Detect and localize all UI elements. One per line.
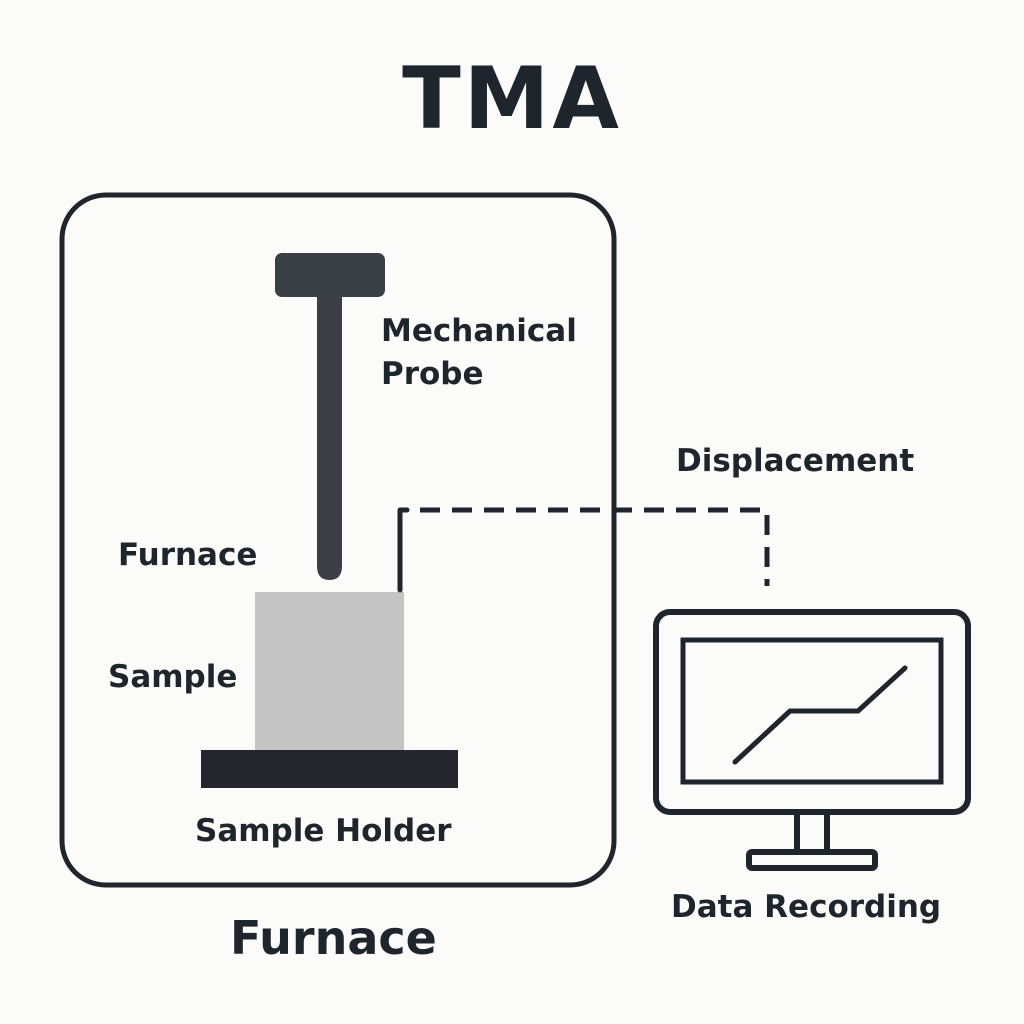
displacement-signal-line [420,507,770,586]
sample-holder-label: Sample Holder [195,813,452,849]
monitor-screen [680,637,944,785]
displacement-sensor-line [397,507,410,593]
diagram-title: TMA [402,49,622,149]
probe-head [275,253,385,297]
mechanical-probe-label: Mechanical Probe [381,310,577,396]
data-recording-label: Data Recording [671,889,942,925]
sample-block [255,592,404,750]
monitor-stand-neck [794,809,830,855]
sample-label: Sample [108,659,238,695]
probe-shaft [317,290,342,580]
mechanical-probe [275,253,385,580]
monitor-icon [653,609,971,871]
furnace-label: Furnace [230,911,437,965]
line-graph-icon [732,665,908,765]
furnace-enclosure [59,192,617,888]
mechanical-probe-label-line1: Mechanical [381,313,577,349]
monitor-stand-base [746,849,878,871]
mechanical-probe-label-line2: Probe [381,356,484,392]
displacement-label: Displacement [676,443,915,479]
sample-holder-plate [201,750,458,788]
furnace-inner-label: Furnace [118,537,258,573]
